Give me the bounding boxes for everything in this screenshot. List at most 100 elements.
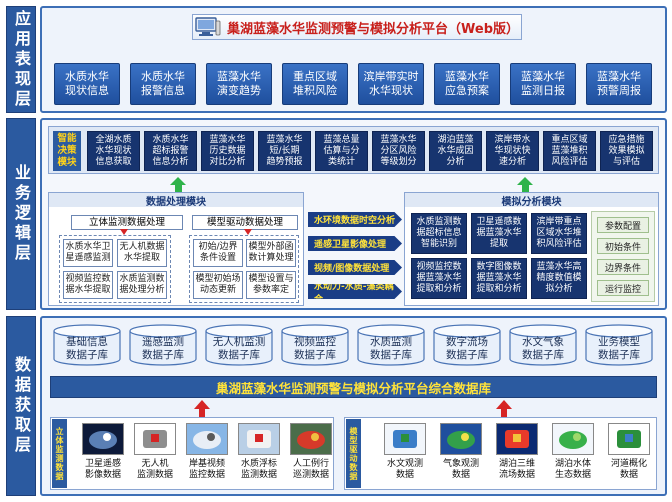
- simulation-module: 模拟分析模块 水质监测数 据超标信息 智能识别卫星遥感数 据蓝藻水华 提取滨岸带…: [404, 192, 659, 306]
- app-item: 重点区域 堆积风险: [282, 63, 348, 105]
- app-item: 蓝藻水华 演变趋势: [206, 63, 272, 105]
- database-label: 无人机监测 数据子库: [212, 336, 266, 361]
- data-layer: 基础信息 数据子库遥感监测 数据子库无人机监测 数据子库 视频监控 数据子库 水质监…: [40, 316, 667, 496]
- smart-item: 水质水华 超标报警 信息分析: [144, 131, 197, 171]
- thumbnail-image: [186, 423, 228, 455]
- red-arrow-right: [496, 400, 512, 409]
- smart-item: 滨岸带水 华现状快 速分析: [486, 131, 539, 171]
- monitor-item-label: 岸基视频 监控数据: [188, 459, 225, 480]
- processing-right-group: [189, 235, 299, 303]
- green-arrow-left: [170, 177, 186, 185]
- model-item-label: 河道概化 数据: [610, 459, 647, 480]
- green-arrow-stem-left: [175, 185, 182, 193]
- processing-module: 数据处理模块 立体监测数据处理 模型驱动数据处理 水质水华卫 星遥感监测无人机数…: [48, 192, 304, 306]
- proc-left-item: 水质监测数 据处理分析: [117, 271, 167, 299]
- app-item: 滨岸带实时 水华现状: [358, 63, 424, 105]
- platform-title: 巢湖蓝藻水华监测预警与模拟分析平台（Web版）: [227, 21, 519, 37]
- red-arrow-left: [194, 400, 210, 409]
- database-cylinder: 视频监控 数据子库: [280, 324, 350, 366]
- thumbnail-image: [238, 423, 280, 455]
- sim-param: 参数配置: [597, 217, 649, 233]
- database-label: 视频监控 数据子库: [294, 336, 336, 361]
- smart-item: 重点区域 蓝藻堆积 风险评估: [543, 131, 596, 171]
- monitor-item-label: 卫星遥感 影像数据: [84, 459, 121, 480]
- database-label: 水质监测 数据子库: [370, 336, 412, 361]
- app-item: 蓝藻水华 应急预案: [434, 63, 500, 105]
- monitor-label: 立体监测数据: [52, 419, 67, 488]
- app-item: 蓝藻水华 预警周报: [586, 63, 652, 105]
- flow-arrow: 遥感卫星影像处理: [308, 236, 402, 251]
- app-item: 蓝藻水华 监测日报: [510, 63, 576, 105]
- sim-param: 初始条件: [597, 238, 649, 254]
- database-cylinder: 数字流场 数据子库: [432, 324, 502, 366]
- app-item: 水质水华 现状信息: [54, 63, 120, 105]
- red-arrow-stem-left: [199, 409, 205, 417]
- monitor-item-label: 无人机 监测数据: [136, 459, 173, 480]
- proc-left-item: 无人机数据 水华提取: [117, 239, 167, 267]
- thumbnail-image: [608, 423, 650, 455]
- monitor-item-label: 人工例行 巡测数据: [292, 459, 329, 480]
- layer-label-app: 应用表现层: [6, 6, 36, 113]
- biz-layer: 智能 决策 模块 全湖水质 水华现状 信息获取水质水华 超标报警 信息分析蓝藻水…: [40, 118, 667, 310]
- red-arrow-stem-right: [501, 409, 507, 417]
- db-title-box: 巢湖蓝藻水华监测预警与模拟分析平台综合数据库: [50, 376, 657, 398]
- thumbnail-image: [134, 423, 176, 455]
- green-arrow-right: [517, 177, 533, 185]
- sim-param: 运行监控: [597, 280, 649, 296]
- model-label: 模型驱动数据: [346, 419, 361, 488]
- thumbnail-image: [496, 423, 538, 455]
- smart-item: 蓝藻水华 分区风险 等级划分: [372, 131, 425, 171]
- thumbnail-image: [440, 423, 482, 455]
- database-label: 水文气象 数据子库: [522, 336, 564, 361]
- proc-right-item: 模型外部函 数计算处理: [246, 239, 296, 267]
- thumbnail-image: [384, 423, 426, 455]
- thumbnail-image: [82, 423, 124, 455]
- proc-right-item: 模型设置与 参数率定: [246, 271, 296, 299]
- smart-item: 湖泊蓝藻 水华成因 分析: [429, 131, 482, 171]
- smart-item: 蓝藻水华 历史数据 对比分析: [201, 131, 254, 171]
- red-marker-right: [244, 229, 252, 235]
- model-item-label: 湖泊三维 流场数据: [498, 459, 535, 480]
- database-cylinder: 基础信息 数据子库: [52, 324, 122, 366]
- processing-right-header: 模型驱动数据处理: [192, 215, 298, 230]
- processing-title: 数据处理模块: [49, 193, 303, 208]
- app-layer: 巢湖蓝藻水华监测预警与模拟分析平台（Web版） 水质水华 现状信息水质水华 报警…: [40, 6, 667, 113]
- model-item-label: 湖泊水体 生态数据: [554, 459, 591, 480]
- sim-item: 卫星遥感数 据蓝藻水华 提取: [471, 213, 527, 254]
- platform-title-box: 巢湖蓝藻水华监测预警与模拟分析平台（Web版）: [192, 14, 522, 40]
- database-cylinder: 业务模型 数据子库: [584, 324, 654, 366]
- monitor-item-label: 水质浮标 监测数据: [240, 459, 277, 480]
- database-cylinder: 水文气象 数据子库: [508, 324, 578, 366]
- database-cylinder: 无人机监测 数据子库: [204, 324, 274, 366]
- database-label: 业务模型 数据子库: [598, 336, 640, 361]
- db-title: 巢湖蓝藻水华监测预警与模拟分析平台综合数据库: [215, 380, 491, 396]
- smart-module-label: 智能 决策 模块: [53, 131, 81, 171]
- simulation-title: 模拟分析模块: [405, 193, 658, 208]
- app-item: 水质水华 报警信息: [130, 63, 196, 105]
- sim-item: 数字图像数 据蓝藻水华 提取和分析: [471, 258, 527, 299]
- smart-module: 智能 决策 模块 全湖水质 水华现状 信息获取水质水华 超标报警 信息分析蓝藻水…: [48, 126, 659, 174]
- proc-right-item: 模型初始场 动态更新: [193, 271, 243, 299]
- thumbnail-image: [552, 423, 594, 455]
- database-cylinder: 水质监测 数据子库: [356, 324, 426, 366]
- smart-item: 蓝藻水华 短/长期 趋势预报: [258, 131, 311, 171]
- database-cylinder: 遥感监测 数据子库: [128, 324, 198, 366]
- smart-item: 应急措施 效果模拟 与评估: [600, 131, 653, 171]
- sim-item: 视频监控数 据蓝藻水华 提取和分析: [411, 258, 467, 299]
- processing-left-header: 立体监测数据处理: [71, 215, 183, 230]
- sim-item: 蓝藻水华高 精度数值模 拟分析: [531, 258, 587, 299]
- processing-left-group: [59, 235, 171, 303]
- database-label: 数字流场 数据子库: [446, 336, 488, 361]
- model-item-label: 气象观测 数据: [442, 459, 479, 480]
- flow-arrow: 水动力-水质-藻类耦合: [308, 284, 402, 299]
- flow-arrow: 视频/图像数据处理: [308, 260, 402, 275]
- flow-arrow: 水环境数据时空分析: [308, 212, 402, 227]
- layer-label-data: 数据获取层: [6, 316, 36, 496]
- layer-label-biz: 业务逻辑层: [6, 118, 36, 310]
- sim-item: 水质监测数 据超标信息 智能识别: [411, 213, 467, 254]
- computer-icon: [195, 17, 221, 36]
- proc-left-item: 水质水华卫 星遥感监测: [63, 239, 113, 267]
- sim-param: 边界条件: [597, 259, 649, 275]
- smart-item: 全湖水质 水华现状 信息获取: [87, 131, 140, 171]
- proc-right-item: 初始/边界 条件设置: [193, 239, 243, 267]
